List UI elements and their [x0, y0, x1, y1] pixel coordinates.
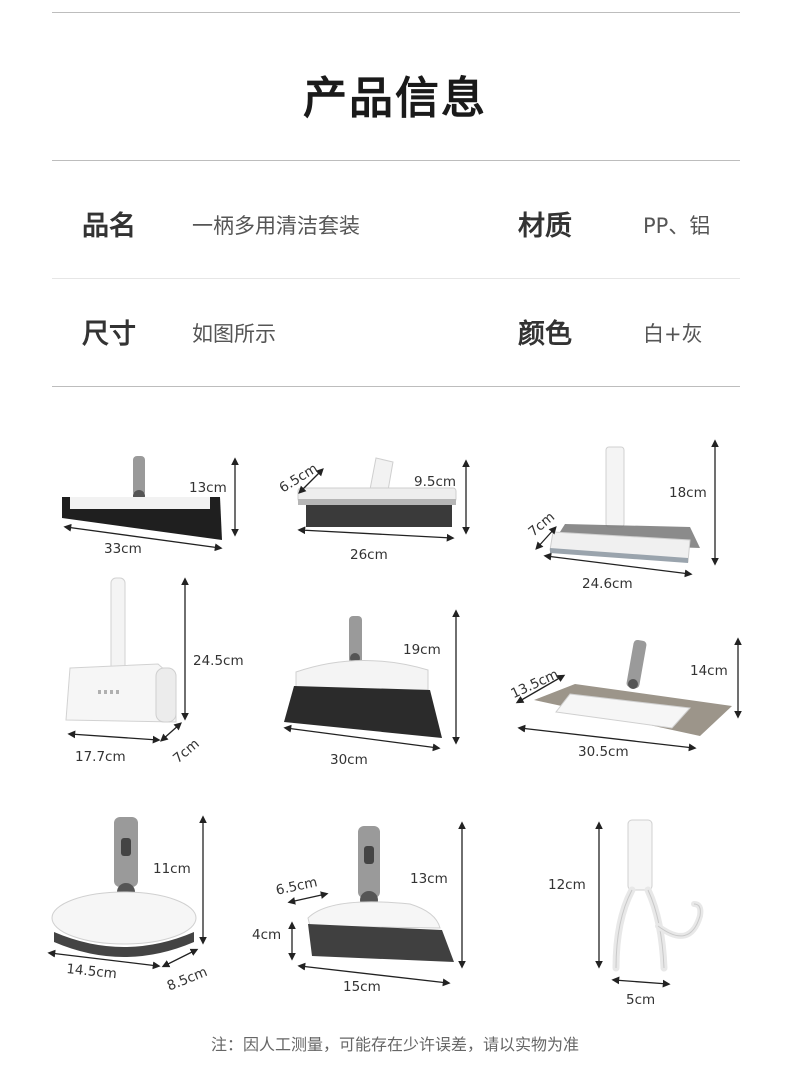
dim-label: 5cm — [626, 992, 655, 1008]
dim-label: 9.5cm — [414, 474, 456, 490]
roller-handle — [110, 577, 126, 675]
dim-label: 15cm — [343, 979, 381, 995]
product-sponge-pad: 11cm 14.5cm 8.5cm — [47, 815, 210, 995]
dim-label: 24.6cm — [582, 576, 633, 592]
product-hook-fork: 12cm 5cm — [548, 819, 704, 1008]
product-lint-roller: 24.5cm 17.7cm 7cm — [65, 577, 244, 767]
sponge-body — [51, 891, 197, 945]
dim-label: 24.5cm — [193, 653, 244, 669]
spec-label-size: 尺寸 — [82, 319, 136, 350]
brush-bristles — [306, 505, 452, 527]
spec-row-2: 尺寸 如图所示 颜色 白+灰 — [0, 298, 790, 358]
dim-label: 30.5cm — [578, 744, 629, 760]
hand-brush-head — [307, 901, 441, 929]
spec-value-material: PP、铝 — [643, 214, 711, 238]
dim-label: 13cm — [410, 871, 448, 887]
product-hand-brush: 6.5cm 13cm 4cm 15cm — [252, 821, 466, 995]
page-title: 产品信息 — [303, 73, 487, 124]
spec-value-size: 如图所示 — [192, 322, 276, 346]
mop-handle — [626, 639, 647, 689]
product-broom: 19cm 30cm — [283, 609, 460, 768]
dim-label: 33cm — [104, 541, 142, 557]
dim-label: 18cm — [669, 485, 707, 501]
dim-label: 14.5cm — [66, 961, 118, 982]
dim-label: 19cm — [403, 642, 441, 658]
spec-label-name: 品名 — [82, 211, 136, 242]
dim-label: 7cm — [170, 736, 203, 767]
product-window-wiper: 18cm 7cm 24.6cm — [525, 439, 719, 592]
product-squeegee: 13cm 33cm — [62, 456, 239, 557]
dim-label: 30cm — [330, 752, 368, 768]
wiper-handle — [605, 446, 625, 528]
dim-label: 4cm — [252, 927, 281, 943]
squeegee-handle — [133, 456, 145, 496]
measurement-note: 注：因人工测量，可能存在少许误差，请以实物为准 — [210, 1035, 579, 1054]
dim-label: 13cm — [189, 480, 227, 496]
dim-label: 6.5cm — [274, 874, 318, 898]
title-rule — [52, 160, 740, 161]
dim-label: 12cm — [548, 877, 586, 893]
fork-socket — [627, 819, 653, 891]
broom-handle — [349, 616, 362, 664]
spec-value-color: 白+灰 — [643, 322, 703, 346]
broom-head — [295, 660, 429, 691]
product-flat-mop: 13.5cm 14cm 30.5cm — [508, 637, 742, 760]
spec-divider — [52, 278, 740, 279]
dim-label: 14cm — [690, 663, 728, 679]
spec-label-color: 颜色 — [518, 319, 572, 350]
dim-label: 11cm — [153, 861, 191, 877]
dim-label: 8.5cm — [165, 964, 210, 995]
product-gallery: 13cm 33cm 6.5cm 9.5cm 26cm 18cm 7c — [0, 388, 790, 1028]
product-illustrations: 13cm 33cm 6.5cm 9.5cm 26cm 18cm 7c — [47, 439, 742, 1008]
product-scrub-brush: 6.5cm 9.5cm 26cm — [276, 457, 470, 563]
spec-bottom-rule — [52, 386, 740, 387]
spec-row-1: 品名 一柄多用清洁套装 材质 PP、铝 — [0, 192, 790, 252]
dim-label: 17.7cm — [75, 749, 126, 765]
top-rule — [52, 12, 740, 13]
spec-value-name: 一柄多用清洁套装 — [192, 214, 360, 238]
dim-label: 26cm — [350, 547, 388, 563]
hook-icon — [655, 901, 704, 939]
hand-brush-bristles — [308, 924, 454, 962]
spec-label-material: 材质 — [518, 211, 572, 242]
